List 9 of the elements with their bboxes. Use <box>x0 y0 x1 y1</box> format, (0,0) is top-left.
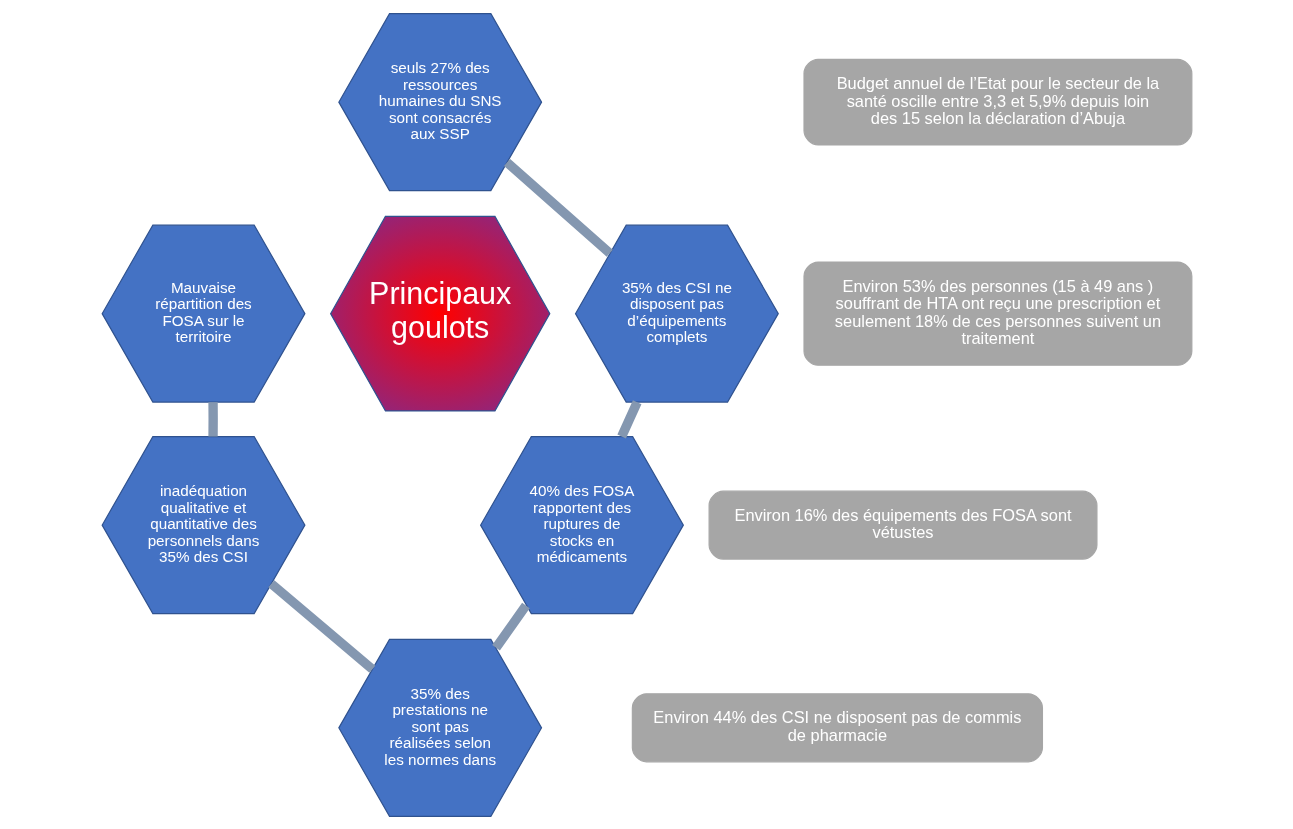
node-box: Budget annuel de l’Etat pour le secteur de la santé oscille entre 3,3 et 5,9% depuis loin des 15 selon la déclaration d’Abuja <box>802 58 1192 145</box>
connector <box>616 399 641 438</box>
node-box: Environ 16% des équipements des FOSA sont vétustes <box>708 490 1098 560</box>
node-box: Environ 44% des CSI ne disposent pas de commis de pharmacie <box>631 692 1043 762</box>
connector <box>503 158 613 257</box>
connector <box>207 401 218 437</box>
connector <box>267 579 375 673</box>
node-box: Environ 53% des personnes (15 à 49 ans ) souffrant de HTA ont reçu une prescription et seulement 18% de ces personnes suivent un traitement <box>802 261 1192 366</box>
connector <box>491 602 530 650</box>
